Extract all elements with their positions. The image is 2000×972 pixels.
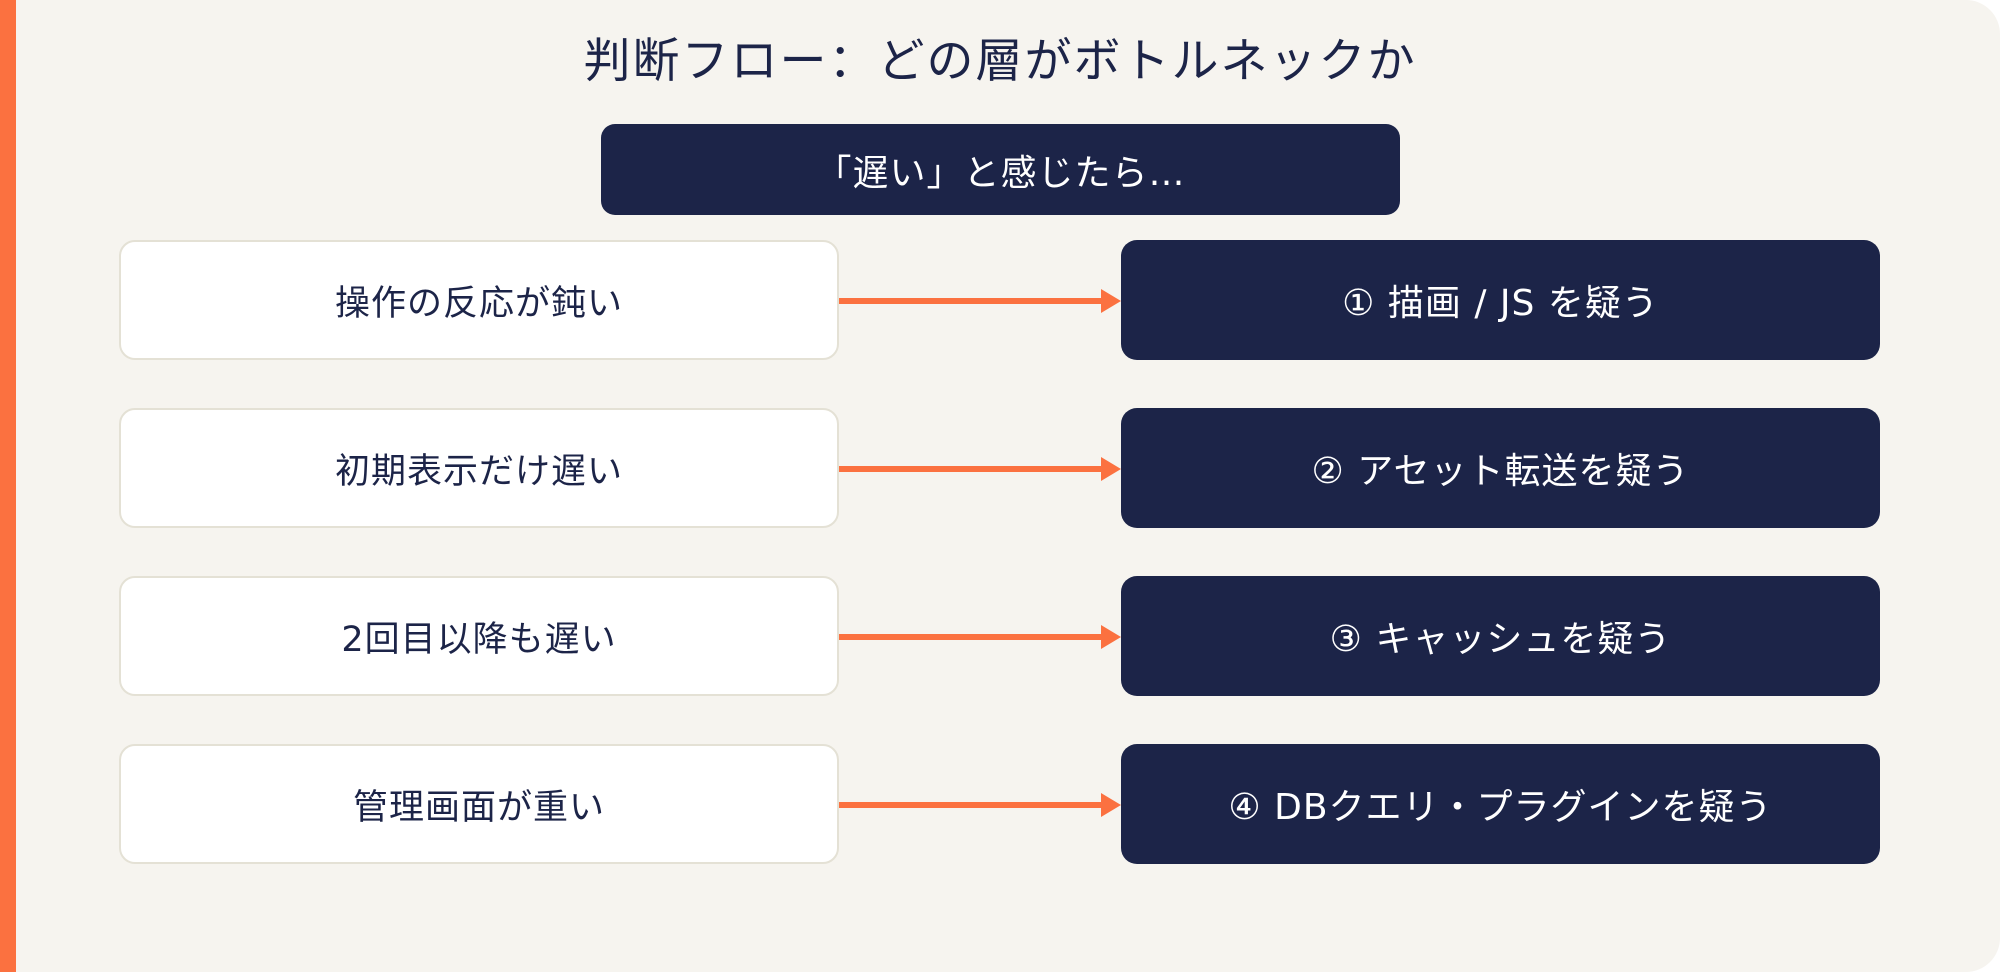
flow-row-2: 初期表示だけ遅い ② アセット転送を疑う [0, 408, 2000, 530]
flow-row-1: 操作の反応が鈍い ① 描画 / JS を疑う [0, 240, 2000, 362]
arrow-connector-2 [839, 457, 1121, 481]
accent-bar [0, 0, 16, 972]
start-node: 「遅い」と感じたら… [601, 124, 1400, 215]
symptom-node-4: 管理画面が重い [119, 744, 839, 864]
action-node-4: ④ DBクエリ・プラグインを疑う [1121, 744, 1880, 864]
action-node-1: ① 描画 / JS を疑う [1121, 240, 1880, 360]
arrow-connector-1 [839, 289, 1121, 313]
flow-row-3: 2回目以降も遅い ③ キャッシュを疑う [0, 576, 2000, 698]
arrow-connector-4 [839, 793, 1121, 817]
symptom-node-1: 操作の反応が鈍い [119, 240, 839, 360]
action-node-2: ② アセット転送を疑う [1121, 408, 1880, 528]
arrow-connector-3 [839, 625, 1121, 649]
symptom-node-3: 2回目以降も遅い [119, 576, 839, 696]
action-node-3: ③ キャッシュを疑う [1121, 576, 1880, 696]
diagram-title: 判断フロー：どの層がボトルネックか [583, 34, 1417, 89]
flow-row-4: 管理画面が重い ④ DBクエリ・プラグインを疑う [0, 744, 2000, 866]
symptom-node-2: 初期表示だけ遅い [119, 408, 839, 528]
